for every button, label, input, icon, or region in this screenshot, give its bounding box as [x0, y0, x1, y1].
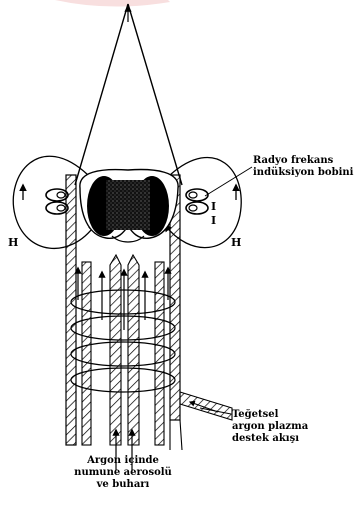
argon-sample-label: Argon içinde numune aerosolü ve buharı	[68, 455, 178, 491]
rf-coil-label-line-2: indüksiyon bobini	[253, 167, 353, 179]
argon-sample-label-line-1: Argon içinde	[68, 455, 178, 467]
current-label-bottom: I	[211, 214, 216, 227]
rf-coil-label: Radyo frekans indüksiyon bobini	[253, 155, 353, 179]
rf-coil-right	[186, 189, 208, 214]
argon-sample-label-line-3: ve buharı	[68, 479, 178, 491]
tangential-flow-label-line-3: destek akışı	[232, 433, 308, 445]
argon-sample-label-line-2: numune aerosolü	[68, 467, 178, 479]
flame-cone	[75, 4, 182, 185]
rf-coil-left	[46, 189, 68, 214]
magnetic-field-label-left: H	[8, 236, 18, 249]
tangential-flow-label: Teğetsel argon plazma destek akışı	[232, 409, 308, 445]
magnetic-field-label-right: H	[231, 236, 241, 249]
tangential-flow-label-line-2: argon plazma	[232, 421, 308, 433]
plasma-fireball	[80, 170, 178, 242]
rf-label-leader	[205, 167, 252, 196]
current-label-top: I	[211, 200, 216, 213]
tangential-flow-label-line-1: Teğetsel	[232, 409, 308, 421]
rf-coil-label-line-1: Radyo frekans	[253, 155, 353, 167]
smudge-mark	[55, 0, 170, 7]
